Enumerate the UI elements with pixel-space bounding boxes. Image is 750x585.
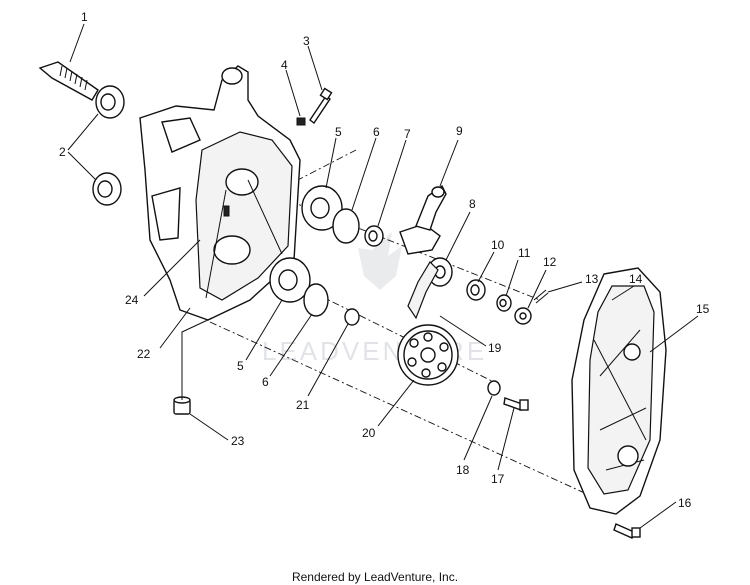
callout-23: 23 <box>231 434 245 448</box>
callout-2: 2 <box>59 145 66 159</box>
callout-20: 20 <box>362 426 376 440</box>
bolt-part-17 <box>503 397 529 411</box>
callout-16: 16 <box>678 496 692 510</box>
callout-5b: 5 <box>237 359 244 373</box>
chaincase-housing <box>139 65 301 321</box>
washer-part-10 <box>466 279 486 301</box>
callout-19: 19 <box>488 341 502 355</box>
callout-9: 9 <box>456 124 463 138</box>
callout-labels: 1 2 3 4 5 6 7 9 8 10 11 12 13 14 15 24 2… <box>59 10 710 510</box>
callout-15: 15 <box>696 302 710 316</box>
credit-text: Rendered by LeadVenture, Inc. <box>292 570 458 584</box>
bearing-upper-part <box>301 185 343 231</box>
callout-1: 1 <box>81 10 88 24</box>
washer-part-7 <box>364 225 384 247</box>
callout-3: 3 <box>303 34 310 48</box>
cotter-pin-part <box>533 289 549 304</box>
seal-upper-part <box>95 85 125 119</box>
callout-22: 22 <box>137 347 151 361</box>
callout-24: 24 <box>125 293 139 307</box>
sprocket-large-part <box>397 324 459 386</box>
bolt-part-16 <box>613 523 641 539</box>
splined-shaft-part <box>38 61 99 101</box>
callout-4: 4 <box>281 58 288 72</box>
snap-ring-lower-part <box>303 283 329 317</box>
washer-part-11 <box>496 294 512 312</box>
leader-lines <box>67 23 699 529</box>
callout-6b: 6 <box>262 375 269 389</box>
bearing-lower-part <box>269 257 311 303</box>
chain-part <box>407 261 439 320</box>
chaincase-cover-part <box>571 267 667 515</box>
nut-part-12 <box>514 307 532 325</box>
seal-lower-part <box>92 172 122 206</box>
callout-21: 21 <box>296 398 310 412</box>
callout-13: 13 <box>585 272 599 286</box>
callout-10: 10 <box>491 238 505 252</box>
callout-12: 12 <box>543 255 557 269</box>
washer-part-18 <box>487 380 501 396</box>
callout-6: 6 <box>373 125 380 139</box>
callout-18: 18 <box>456 463 470 477</box>
callout-8: 8 <box>469 197 476 211</box>
bolt-part-3 <box>309 87 333 125</box>
callout-14: 14 <box>629 272 643 286</box>
callout-11: 11 <box>518 246 531 260</box>
nut-part-4 <box>296 117 306 126</box>
callout-5: 5 <box>335 125 342 139</box>
watermark-logo <box>358 232 402 290</box>
callout-17: 17 <box>491 472 505 486</box>
snap-ring-upper-part <box>332 208 360 244</box>
callout-7: 7 <box>404 127 411 141</box>
washer-part-21 <box>344 308 360 326</box>
tensioner-arm-part <box>399 184 447 255</box>
